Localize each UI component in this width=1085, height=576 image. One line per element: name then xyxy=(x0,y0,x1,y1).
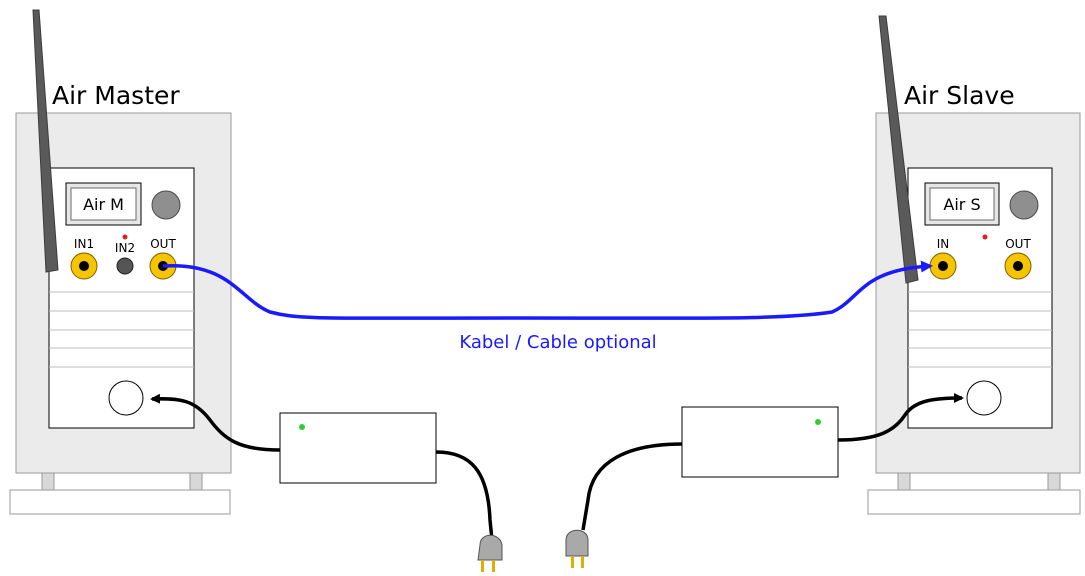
slave-out-label: OUT xyxy=(1005,237,1031,251)
master-antenna xyxy=(32,9,59,273)
master-power-supply xyxy=(150,393,503,572)
slave-display-text: Air S xyxy=(943,195,980,214)
slave-out-port xyxy=(1004,252,1032,280)
master-power-cable-to-device xyxy=(150,393,281,452)
slave-power-adapter xyxy=(681,406,839,478)
master-stand-base xyxy=(9,489,231,515)
slave-antenna xyxy=(878,15,919,284)
master-display-text: Air M xyxy=(83,195,124,214)
master-knob xyxy=(151,190,181,220)
master-in2-port xyxy=(116,257,134,275)
slave-title: Air Slave xyxy=(904,81,1015,110)
slave-power-socket xyxy=(966,380,1002,416)
slave-power-cable-to-device xyxy=(837,393,964,442)
master-power-adapter xyxy=(279,412,437,484)
master-out-label: OUT xyxy=(150,237,176,251)
slave-in-label: IN xyxy=(937,237,950,251)
master-title: Air Master xyxy=(52,81,180,110)
optional-audio-cable xyxy=(162,260,933,320)
slave-stand-foot-left xyxy=(897,471,911,491)
air-master-device: Air M IN1 IN2 OUT Air Master xyxy=(9,9,232,515)
slave-in-port xyxy=(929,252,957,280)
master-in2-label: IN2 xyxy=(115,241,135,255)
slave-adapter-led xyxy=(815,419,821,425)
air-slave-device: Air S IN OUT Air Slave xyxy=(867,15,1081,515)
master-in1-port xyxy=(70,252,98,280)
slave-status-led xyxy=(982,234,988,240)
cable-label: Kabel / Cable optional xyxy=(459,332,656,353)
master-mains-plug xyxy=(477,534,503,572)
master-power-cable-to-plug xyxy=(435,450,494,541)
slave-mains-plug xyxy=(565,529,589,568)
slave-stand-foot-right xyxy=(1047,471,1061,491)
slave-stand-base xyxy=(867,489,1081,515)
master-stand-foot-left xyxy=(41,471,55,491)
slave-power-supply xyxy=(565,393,964,568)
master-power-socket xyxy=(108,380,144,416)
master-stand-foot-right xyxy=(189,471,203,491)
master-adapter-led xyxy=(299,424,305,430)
slave-power-cable-to-plug xyxy=(581,442,683,531)
master-status-led xyxy=(122,234,128,240)
master-in1-label: IN1 xyxy=(74,237,94,251)
slave-knob xyxy=(1009,190,1039,220)
